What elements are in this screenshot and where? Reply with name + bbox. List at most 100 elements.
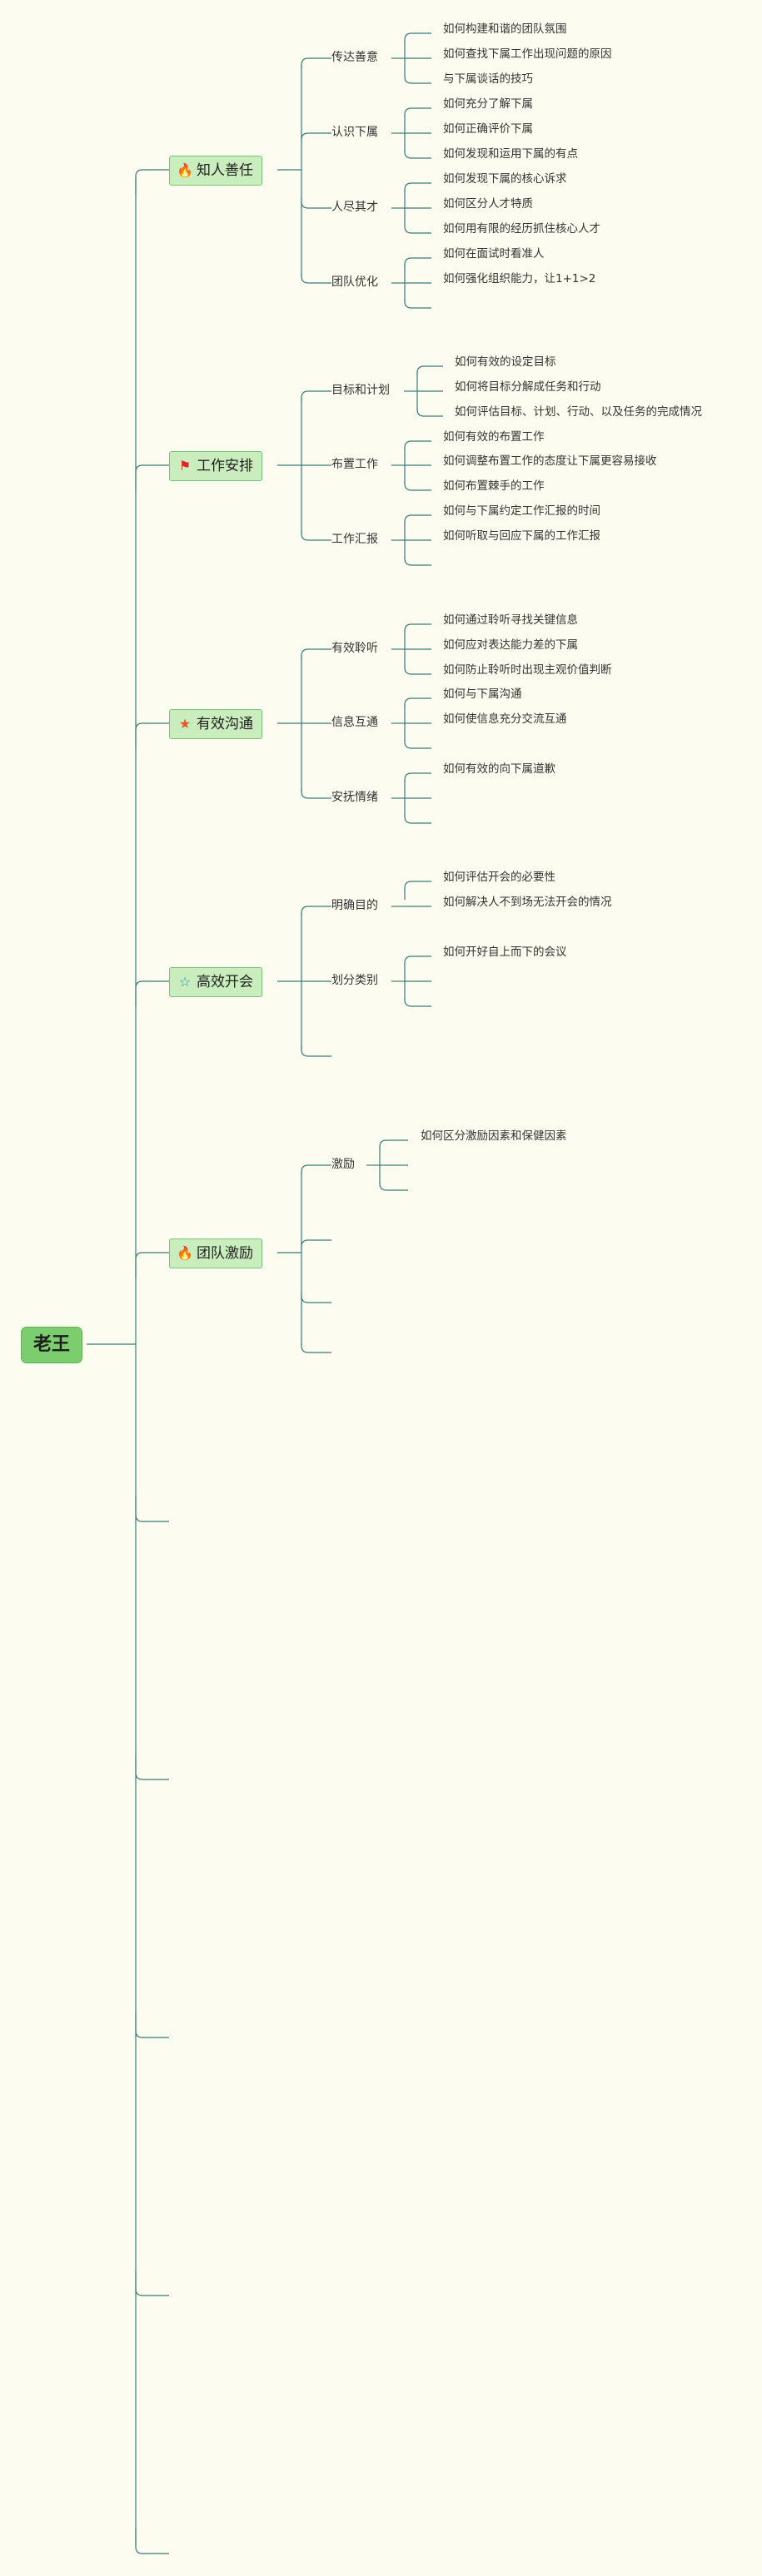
group-branch [301, 788, 331, 799]
leaf-item[interactable]: 如何评估目标、计划、行动、以及任务的完成情况 [455, 405, 702, 419]
topic-3[interactable]: ★ 有效沟通 [169, 709, 262, 739]
subtopic[interactable]: 人尽其才 [331, 201, 378, 214]
leaf-item[interactable]: 如何调整布置工作的态度让下属更容易接收 [443, 454, 657, 468]
leaf-branch [404, 107, 431, 117]
leaf-item[interactable]: 如何查找下属工作出现问题的原因 [443, 47, 612, 61]
subtopic[interactable]: 安抚情绪 [331, 791, 378, 804]
leaf-item[interactable]: 如何正确评价下属 [443, 122, 533, 136]
group-branch [301, 132, 331, 143]
leaf-branch [416, 365, 443, 375]
topic-4[interactable]: ☆ 高效开会 [169, 967, 262, 997]
topic-label: 团队激励 [197, 1245, 253, 1262]
leaf-branch [404, 75, 431, 84]
leaf-item[interactable]: 如何发现和运用下属的有点 [443, 147, 578, 161]
empty-topic-branch [135, 2529, 169, 2554]
leaf-item[interactable]: 如何构建和谐的团队氛围 [443, 22, 567, 36]
group-branch [301, 57, 331, 68]
subtopic[interactable]: 信息互通 [331, 716, 378, 729]
flame-icon: 🔥 [177, 162, 193, 178]
subtopic[interactable]: 团队优化 [331, 275, 378, 289]
leaf-branch [404, 257, 431, 266]
leaf-item[interactable]: 如何使信息充分交流互通 [443, 712, 567, 726]
leaf-item[interactable]: 如何开好自上而下的会议 [443, 946, 567, 959]
leaf-branch [404, 998, 431, 1007]
topic-1[interactable]: 🔥知人善任 [169, 156, 262, 186]
empty-topic-branch [135, 1496, 169, 1522]
leaf-item[interactable]: 如何用有限的经历抓住核心人才 [443, 222, 600, 236]
leaf-item[interactable]: 如何通过聆听寻找关键信息 [443, 613, 578, 627]
leaf-item[interactable]: 如何区分人才特质 [443, 197, 533, 211]
leaf-branch [404, 514, 431, 524]
topic-branch [135, 1252, 169, 1278]
leaf-item[interactable]: 如何将目标分解成任务和行动 [455, 380, 601, 394]
group-branch [301, 906, 331, 916]
leaf-branch [404, 482, 431, 491]
leaf-item[interactable]: 如何布置棘手的工作 [443, 479, 545, 493]
topic-branch [135, 980, 169, 1006]
subtopic[interactable]: 划分类别 [331, 974, 378, 987]
leaf-item[interactable]: 如何听取与回应下属的工作汇报 [443, 529, 600, 543]
star-icon: ★ [178, 716, 192, 732]
leaf-branch [404, 666, 431, 675]
root-node[interactable]: 老王 [21, 1327, 83, 1363]
leaf-item[interactable]: 如何解决人不到场无法开会的情况 [443, 896, 612, 909]
leaf-branch [404, 772, 431, 782]
leaf-item[interactable]: 与下属谈话的技巧 [443, 72, 533, 86]
topic-5[interactable]: 🔥团队激励 [169, 1238, 262, 1268]
leaf-item[interactable]: 如何发现下属的核心诉求 [443, 172, 567, 186]
topic-branch [135, 464, 169, 490]
empty-topic-branch [135, 1755, 169, 1780]
star-outline-icon: ☆ [178, 974, 192, 990]
empty-topic-branch [135, 2271, 169, 2296]
leaf-item[interactable]: 如何评估开会的必要性 [443, 871, 555, 884]
leaf-item[interactable]: 如何防止聆听时出现主观价值判断 [443, 663, 612, 677]
group-branch [301, 198, 331, 209]
subtopic[interactable]: 激励 [331, 1158, 355, 1171]
topic-branch [135, 722, 169, 748]
topic-branch [135, 169, 169, 195]
group-branch [301, 1164, 331, 1175]
leaf-branch [404, 881, 431, 890]
leaf-branch [416, 408, 443, 417]
leaf-item[interactable]: 如何强化组织能力，让1+1>2 [443, 272, 596, 285]
flag-icon: ⚑ [178, 458, 192, 474]
leaf-branch [404, 557, 431, 566]
leaf-item[interactable]: 如何与下属约定工作汇报的时间 [443, 504, 600, 518]
topic-label: 有效沟通 [197, 716, 253, 732]
subtopic[interactable]: 认识下属 [331, 126, 378, 139]
subtopic[interactable]: 有效聆听 [331, 642, 378, 655]
leaf-branch [404, 150, 431, 159]
group-branch [301, 530, 331, 541]
leaf-branch [404, 182, 431, 191]
empty-topic-branch [135, 2013, 169, 2038]
topic-2[interactable]: ⚑ 工作安排 [169, 451, 262, 481]
subtopic[interactable]: 传达善意 [331, 51, 378, 64]
leaf-item[interactable]: 如何与下属沟通 [443, 687, 522, 701]
topic-label: 工作安排 [197, 458, 253, 474]
leaf-branch [404, 300, 431, 309]
group-branch [301, 390, 331, 401]
subtopic[interactable]: 布置工作 [331, 458, 378, 471]
leaf-item[interactable]: 如何有效的布置工作 [443, 430, 545, 444]
group-branch [301, 648, 331, 659]
group-branch [301, 1293, 331, 1303]
topic-label: 知人善任 [197, 162, 253, 179]
leaf-item[interactable]: 如何充分了解下属 [443, 97, 533, 111]
flame-icon: 🔥 [177, 1245, 193, 1261]
subtopic[interactable]: 明确目的 [331, 899, 378, 912]
leaf-branch [404, 815, 431, 824]
group-branch [301, 273, 331, 284]
topic-label: 高效开会 [197, 974, 253, 990]
leaf-item[interactable]: 如何在面试时看准人 [443, 247, 545, 261]
leaf-branch [379, 1139, 408, 1149]
leaf-branch [404, 697, 431, 707]
leaf-item[interactable]: 如何应对表达能力差的下属 [443, 638, 578, 652]
leaf-branch [404, 32, 431, 42]
subtopic[interactable]: 目标和计划 [331, 384, 390, 397]
leaf-item[interactable]: 如何有效的设定目标 [455, 355, 556, 369]
leaf-item[interactable]: 如何有效的向下属道歉 [443, 762, 555, 776]
subtopic[interactable]: 工作汇报 [331, 533, 378, 546]
leaf-item[interactable]: 如何区分激励因素和保健因素 [421, 1129, 567, 1143]
